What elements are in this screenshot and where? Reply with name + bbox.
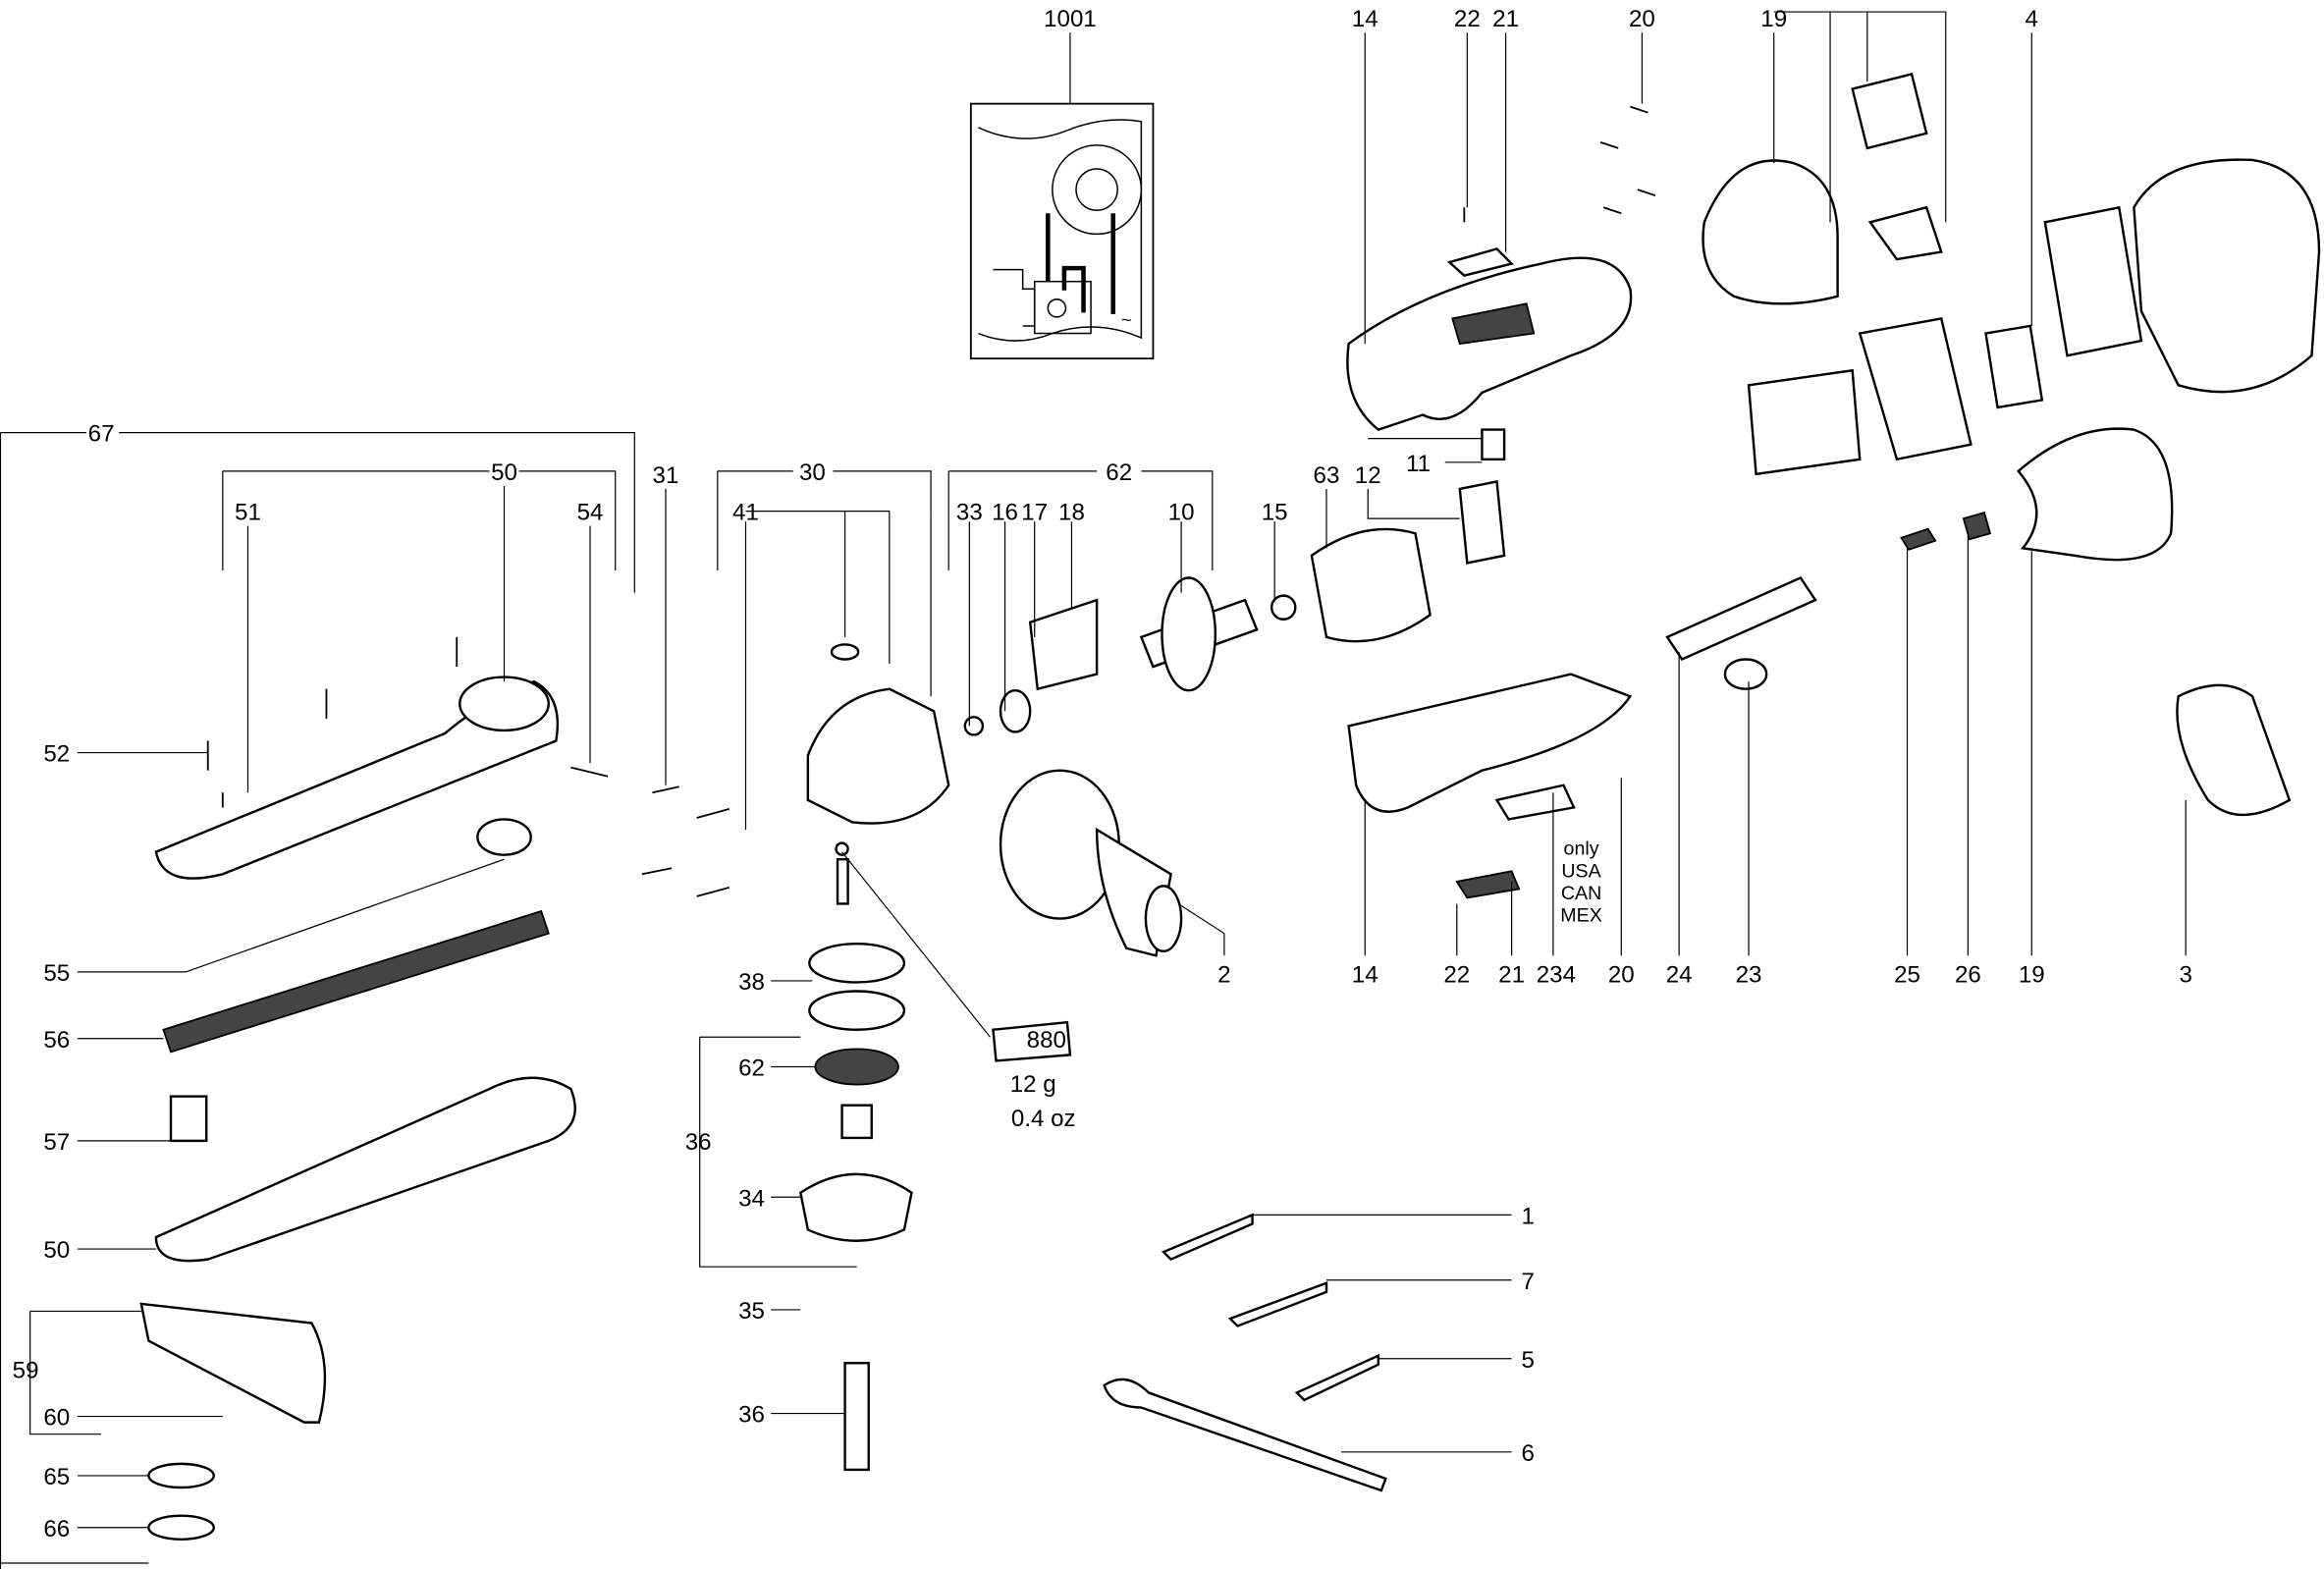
callout: 17 [1021,500,1048,526]
callout: 21 [1498,961,1525,988]
callout: 10 [1168,500,1195,526]
callout: 25 [1894,961,1920,988]
callout: 16 [992,500,1018,526]
callout: 20 [1629,6,1655,32]
callout: 19 [2019,961,2045,988]
callout: 22 [1454,6,1481,32]
callout: 234 [1537,961,1576,988]
callout: 66 [43,1516,70,1542]
callout: 30 [799,460,826,486]
grease-weight-oz: 0.4 oz [1011,1106,1076,1132]
callout: 3 [2179,961,2191,988]
callout: 54 [577,500,604,526]
note-line: MEX [1560,905,1602,927]
callout: 23 [1736,961,1762,988]
motor-housing-bottom-14 [1347,428,1633,899]
motor-housing-top-14 [1346,247,1633,431]
callout: 67 [88,421,115,448]
callout: 15 [1262,500,1288,526]
wrenches [1103,1213,1387,1492]
rear-cap-19 [1900,427,2174,562]
svg-text:~: ~ [1121,310,1132,330]
wiring-diagram-1001: ~ [969,32,1155,360]
callout: 41 [732,500,759,526]
callout: 2 [1217,961,1230,988]
callout: 36 [685,1129,712,1156]
gear-head-30 [806,643,950,905]
callout: 21 [1492,6,1519,32]
callout: 11 [1406,451,1431,477]
callout: 65 [43,1464,70,1490]
grease-tube: 880 12 g 0.4 oz [841,851,1076,1132]
battery-pack [1984,158,2321,409]
callout: 50 [491,460,517,486]
callout: 38 [738,969,765,996]
gear-stack [798,943,913,1472]
region-note: only USA CAN MEX [1560,839,1602,927]
switch-assembly-19 [1702,72,1973,476]
callout: 57 [43,1129,70,1156]
callout: 35 [738,1298,765,1325]
screws-20 [1463,105,1656,223]
callout: 62 [738,1055,765,1082]
callout: 51 [235,500,261,526]
clip-24 [1665,575,1817,662]
side-handle-2 [999,769,1183,957]
callout: 26 [1955,961,1981,988]
callout-labels: 1001 14 22 21 20 19 4 67 50 51 54 31 30 … [13,6,2192,1542]
note-line: CAN [1561,883,1601,904]
note-line: USA [1561,860,1601,882]
cap-23 [1723,658,1768,690]
callout: 14 [1352,6,1378,32]
callout: 63 [1314,462,1340,489]
grease-weight-g: 12 g [1010,1071,1056,1098]
callout: 59 [13,1357,39,1383]
callout: 55 [43,960,70,987]
callout: 19 [1760,6,1787,32]
callout: 14 [1352,961,1378,988]
callout: 52 [43,741,70,768]
callout: 34 [738,1185,765,1212]
callout: 12 [1355,462,1381,489]
callout: 1001 [1044,6,1097,32]
callout: 36 [738,1402,765,1429]
callout: 22 [1443,961,1470,988]
callout: 5 [1522,1347,1535,1374]
callout: 20 [1608,961,1635,988]
callout: 7 [1522,1269,1535,1295]
callout: 62 [1106,460,1132,486]
callout: 56 [43,1027,70,1054]
callout: 18 [1058,500,1085,526]
callout: 33 [956,500,983,526]
leader-lines [0,11,2187,1569]
callout: 50 [43,1237,70,1264]
callout: 31 [653,462,679,489]
note-line: only [1564,839,1599,860]
callout: 24 [1666,961,1693,988]
callout: 60 [43,1405,70,1432]
armature-10 [963,527,1432,736]
callout: 1 [1522,1203,1535,1229]
callout: 6 [1522,1440,1535,1467]
grease-code: 880 [1027,1027,1066,1054]
grip-cover-3 [2176,683,2292,817]
belt-drive-assembly [139,636,730,1542]
callout: 4 [2026,6,2038,32]
